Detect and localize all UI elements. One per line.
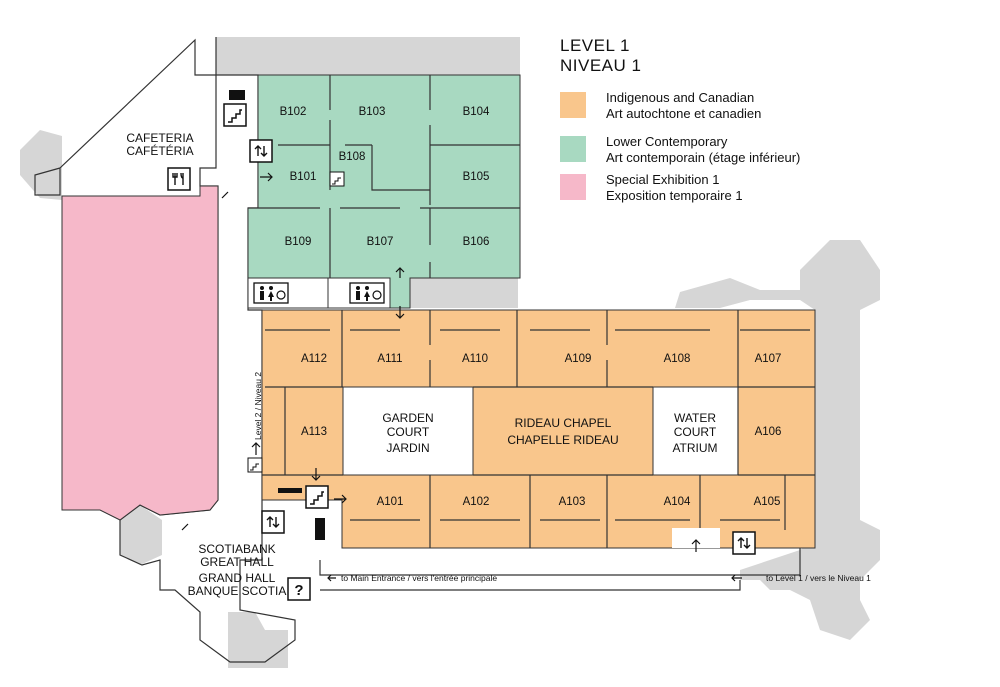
indigenous-canadian-area	[261, 309, 816, 549]
room-a111: A111	[377, 353, 402, 365]
room-b106: B106	[463, 236, 490, 248]
legend-swatch-contemporary	[560, 136, 586, 162]
stair-bar	[315, 518, 325, 540]
arrow-icon	[395, 267, 405, 278]
contemporary-area	[247, 74, 521, 309]
cafeteria-label-en: CAFETERIA	[126, 131, 193, 145]
arrow-icon	[731, 574, 742, 582]
water-court-label-fr: ATRIUM	[672, 441, 717, 455]
level2-direction: Level 2 / Niveau 2	[253, 372, 263, 440]
room-b102: B102	[280, 106, 307, 118]
garden-court-label-2: COURT	[387, 425, 430, 439]
special-exhibition-area	[61, 185, 219, 521]
lower-corridor	[261, 548, 801, 591]
legend-label-fr: Exposition temporaire 1	[606, 188, 743, 203]
legend-swatch-indigenous	[560, 92, 586, 118]
room-b101: B101	[290, 171, 317, 183]
level1-direction: to Level 1 / vers le Niveau 1	[766, 573, 871, 583]
legend-label-en: Indigenous and Canadian	[606, 90, 755, 105]
room-b109: B109	[285, 236, 312, 248]
room-b103: B103	[359, 106, 386, 118]
room-a103: A103	[559, 496, 586, 508]
legend-title-fr: NIVEAU 1	[560, 56, 642, 75]
garden-court-label-fr: JARDIN	[386, 441, 429, 455]
arrow-icon	[691, 539, 701, 552]
water-court-label-2: COURT	[674, 425, 717, 439]
great-hall-label-en-1: SCOTIABANK	[198, 542, 275, 556]
main-entrance-direction: to Main Entrance / vers l'entrée princip…	[341, 573, 497, 583]
legend-text-contemporary: Lower Contemporary Art contemporain (éta…	[606, 134, 800, 166]
stairs-icon[interactable]	[305, 485, 329, 509]
legend-label-fr: Art autochtone et canadien	[606, 106, 762, 121]
arrow-icon	[251, 442, 261, 455]
stair-bar	[278, 488, 302, 493]
information-icon[interactable]: ?	[287, 577, 311, 601]
cafeteria-icon[interactable]	[167, 167, 191, 191]
room-a107: A107	[755, 353, 782, 365]
rideau-chapel-label-en: RIDEAU CHAPEL	[515, 416, 612, 430]
space-labels: CAFETERIA CAFÉTÉRIA GARDEN COURT JARDIN …	[126, 131, 717, 598]
arrow-icon	[334, 494, 347, 504]
direction-labels: to Main Entrance / vers l'entrée princip…	[253, 372, 871, 583]
stairs-icon[interactable]	[247, 457, 263, 473]
room-a109: A109	[565, 353, 592, 365]
information-symbol: ?	[294, 582, 303, 599]
room-labels: B102 B103 B104 B108 B101 B105 B109 B107 …	[280, 106, 782, 508]
icons: ?	[167, 90, 756, 601]
great-hall-label-en-2: GREAT HALL	[200, 555, 274, 569]
legend-text-special: Special Exhibition 1 Exposition temporai…	[606, 172, 743, 204]
rideau-chapel-label-fr: CHAPELLE RIDEAU	[507, 433, 618, 447]
room-b107: B107	[367, 236, 394, 248]
arrow-icon	[395, 306, 405, 319]
room-b105: B105	[463, 171, 490, 183]
arrow-icon	[260, 172, 273, 182]
room-a101: A101	[377, 496, 404, 508]
water-court-area	[652, 386, 739, 476]
elevator-icon[interactable]	[732, 531, 756, 555]
room-a108: A108	[664, 353, 691, 365]
garden-court-area	[342, 386, 474, 476]
elevator-alcove	[672, 528, 720, 548]
legend-title-en: LEVEL 1	[560, 36, 630, 55]
stairs-icon[interactable]	[223, 103, 247, 127]
great-hall-label-fr-2: BANQUE SCOTIA	[188, 584, 287, 598]
arrow-icon	[181, 523, 189, 531]
stairs-icon[interactable]	[329, 171, 345, 187]
room-a110: A110	[462, 353, 488, 365]
garden-court-label-1: GARDEN	[382, 411, 433, 425]
restroom-icon[interactable]	[349, 282, 385, 304]
room-a112: A112	[301, 353, 327, 365]
room-b108: B108	[339, 151, 366, 163]
water-court-label-1: WATER	[674, 411, 716, 425]
room-a104: A104	[664, 496, 691, 508]
legend-label-en: Lower Contemporary	[606, 134, 728, 149]
legend-swatch-special	[560, 174, 586, 200]
room-a105: A105	[754, 496, 781, 508]
elevator-icon[interactable]	[249, 139, 273, 163]
arrow-icon	[327, 574, 336, 582]
map-legend: LEVEL 1 NIVEAU 1 Indigenous and Canadian…	[560, 36, 800, 203]
great-hall-label-fr-1: GRAND HALL	[199, 571, 276, 585]
stair-bar	[229, 90, 245, 100]
room-b104: B104	[463, 106, 490, 118]
legend-text-indigenous: Indigenous and Canadian Art autochtone e…	[606, 90, 761, 122]
legend-label-fr: Art contemporain (étage inférieur)	[606, 150, 801, 165]
room-a102: A102	[463, 496, 490, 508]
cafeteria-label-fr: CAFÉTÉRIA	[126, 143, 193, 158]
legend-label-en: Special Exhibition 1	[606, 172, 720, 187]
room-a113: A113	[301, 426, 327, 438]
elevator-icon[interactable]	[261, 510, 285, 534]
restroom-icon[interactable]	[253, 282, 289, 304]
room-a106: A106	[755, 426, 782, 438]
arrow-icon	[221, 191, 229, 199]
arrow-icon	[311, 468, 321, 481]
